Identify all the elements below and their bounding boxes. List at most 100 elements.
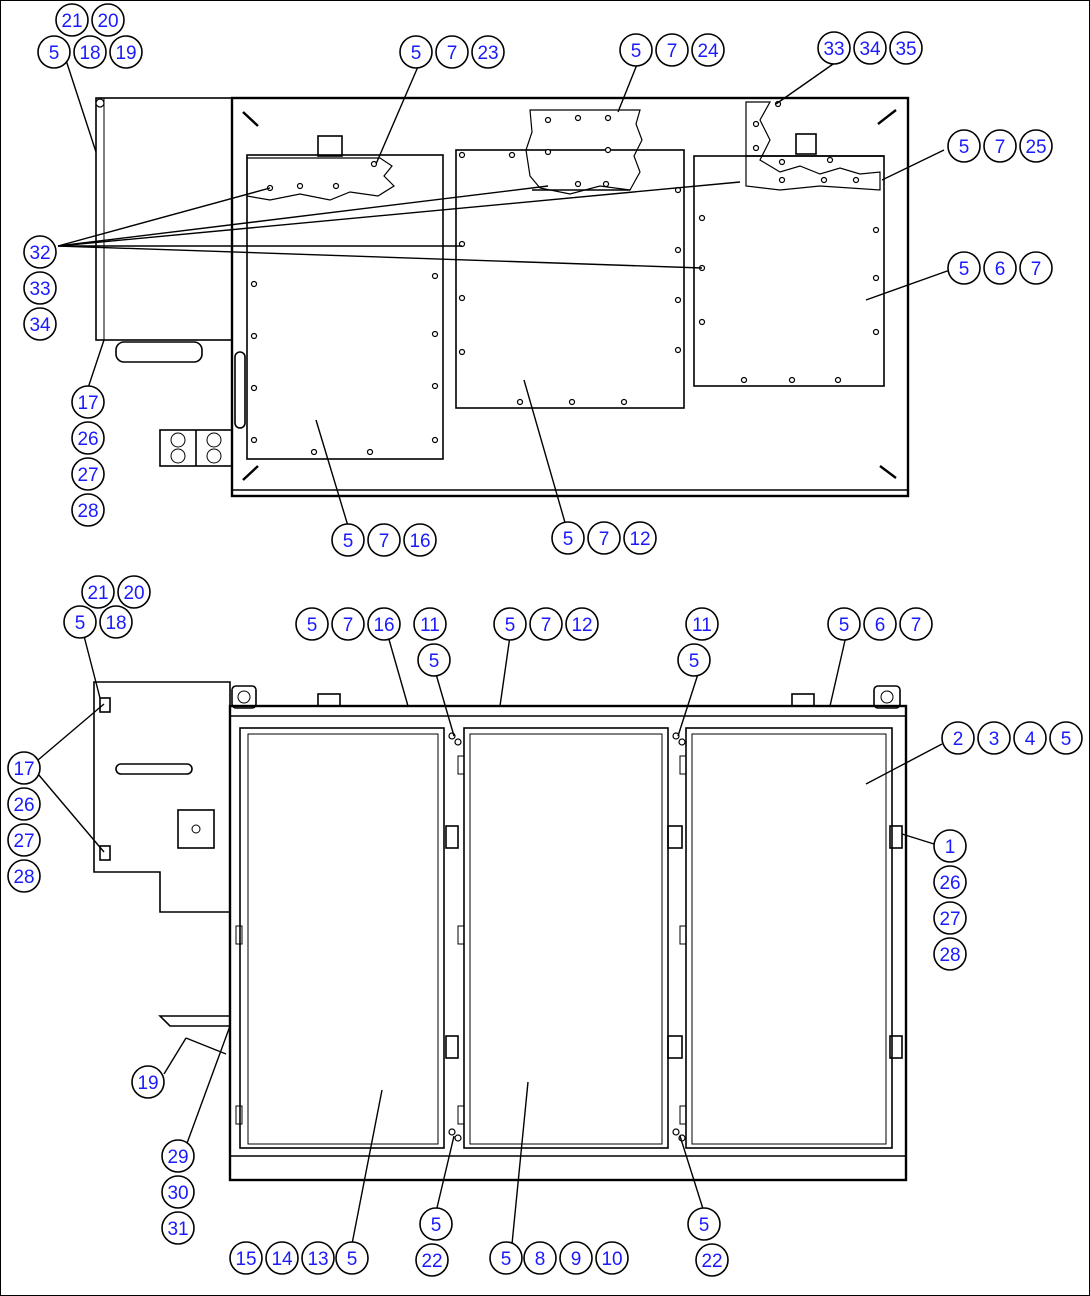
callout-group: 5 7 12 — [493, 607, 599, 641]
callout-bubble: 18 — [73, 35, 107, 69]
callout-bubble: 5 — [687, 1207, 721, 1241]
front-hinges — [235, 732, 903, 1142]
callout-bubble: 28 — [933, 937, 967, 971]
callout-label: 34 — [29, 315, 51, 336]
callout-label: 21 — [87, 583, 108, 604]
callout-group: 2 3 4 5 — [941, 721, 1083, 755]
callout-bubble: 17 — [71, 385, 105, 419]
callout-label: 17 — [13, 759, 34, 780]
callout-group: 21 20 — [81, 575, 151, 609]
callout-bubble: 5 — [947, 251, 981, 285]
callout-label: 31 — [167, 1219, 188, 1240]
callout-bubble: 5 — [947, 129, 981, 163]
callout-bubble: 4 — [1013, 721, 1047, 755]
top-view-callouts: 21 20 5 18 19 5 7 23 5 7 24 33 34 35 5 7… — [23, 3, 1053, 557]
callout-label: 33 — [823, 39, 844, 60]
callout-label: 22 — [701, 1251, 722, 1272]
callout-label: 26 — [939, 873, 960, 894]
callout-label: 5 — [959, 137, 970, 158]
callout-label: 7 — [599, 529, 610, 550]
callout-label: 15 — [235, 1249, 256, 1270]
callout-bubble: 30 — [161, 1175, 195, 1209]
callout-bubble: 25 — [1019, 129, 1053, 163]
callout-label: 11 — [420, 615, 440, 636]
callout-group: 32 33 34 — [23, 235, 57, 341]
callout-label: 16 — [409, 531, 430, 552]
callout-label: 3 — [989, 729, 1000, 750]
callout-bubble: 7 — [983, 129, 1017, 163]
callout-label: 5 — [429, 651, 440, 672]
callout-bubble: 5 — [419, 1207, 453, 1241]
callout-group: 5 6 7 — [827, 607, 933, 641]
callout-label: 29 — [167, 1147, 188, 1168]
callout-bubble: 15 — [229, 1241, 263, 1275]
callout-label: 5 — [689, 651, 700, 672]
callout-bubble: 5 — [551, 521, 585, 555]
callout-bubble: 22 — [695, 1243, 729, 1277]
callout-label: 12 — [629, 529, 650, 550]
callout-group: 5 18 19 — [37, 35, 143, 69]
callout-label: 6 — [875, 615, 886, 636]
callout-bubble: 7 — [529, 607, 563, 641]
callout-label: 26 — [77, 429, 98, 450]
callout-group: 33 34 35 — [817, 31, 923, 65]
callout-label: 14 — [271, 1249, 293, 1270]
callout-label: 10 — [601, 1249, 622, 1270]
callout-label: 27 — [939, 909, 960, 930]
callout-label: 30 — [167, 1183, 188, 1204]
callout-label: 28 — [13, 867, 34, 888]
callout-label: 5 — [49, 43, 60, 64]
callout-bubble: 27 — [933, 901, 967, 935]
callout-label: 34 — [859, 39, 881, 60]
callout-label: 5 — [501, 1249, 512, 1270]
callout-label: 33 — [29, 279, 50, 300]
callout-bubble: 5 — [1049, 721, 1083, 755]
callout-group: 5 22 — [687, 1207, 729, 1277]
callout-bubble: 5 — [619, 33, 653, 67]
callout-bubble: 7 — [655, 33, 689, 67]
callout-label: 19 — [115, 43, 136, 64]
callout-bubble: 13 — [301, 1241, 335, 1275]
callout-label: 5 — [411, 43, 422, 64]
callout-bubble: 26 — [933, 865, 967, 899]
top-panel-bolts — [250, 100, 880, 456]
callout-label: 5 — [699, 1215, 710, 1236]
callout-label: 35 — [895, 39, 916, 60]
callout-label: 7 — [379, 531, 390, 552]
callout-label: 9 — [571, 1249, 582, 1270]
callout-label: 5 — [563, 529, 574, 550]
callout-label: 17 — [77, 393, 98, 414]
callout-group: 5 7 25 — [947, 129, 1053, 163]
callout-group: 5 22 — [415, 1207, 453, 1277]
callout-bubble: 31 — [161, 1211, 195, 1245]
callout-group: 11 5 — [413, 607, 451, 677]
callout-label: 22 — [421, 1251, 442, 1272]
callout-bubble: 5 — [331, 523, 365, 557]
callout-bubble: 22 — [415, 1243, 449, 1277]
callout-bubble: 27 — [71, 457, 105, 491]
callout-label: 23 — [477, 43, 498, 64]
callout-label: 27 — [13, 831, 34, 852]
callout-bubble: 24 — [691, 33, 725, 67]
callout-label: 28 — [77, 501, 98, 522]
callout-label: 5 — [75, 613, 86, 634]
callout-bubble: 5 — [417, 643, 451, 677]
callout-label: 7 — [343, 615, 354, 636]
callout-group: 5 7 24 — [619, 33, 725, 67]
callout-bubble: 3 — [977, 721, 1011, 755]
callout-bubble: 19 — [131, 1065, 165, 1099]
callout-group: 5 7 23 — [399, 35, 505, 69]
callout-label: 27 — [77, 465, 98, 486]
callout-group: 5 7 12 — [551, 521, 657, 555]
callout-bubble: 19 — [109, 35, 143, 69]
callout-label: 18 — [79, 43, 100, 64]
callout-bubble: 21 — [81, 575, 115, 609]
callout-label: 8 — [535, 1249, 546, 1270]
callout-label: 12 — [571, 615, 592, 636]
callout-group: 1 26 27 28 — [933, 829, 967, 971]
callout-bubble: 16 — [403, 523, 437, 557]
callout-bubble: 5 — [493, 607, 527, 641]
callout-label: 21 — [61, 11, 82, 32]
callout-bubble: 23 — [471, 35, 505, 69]
